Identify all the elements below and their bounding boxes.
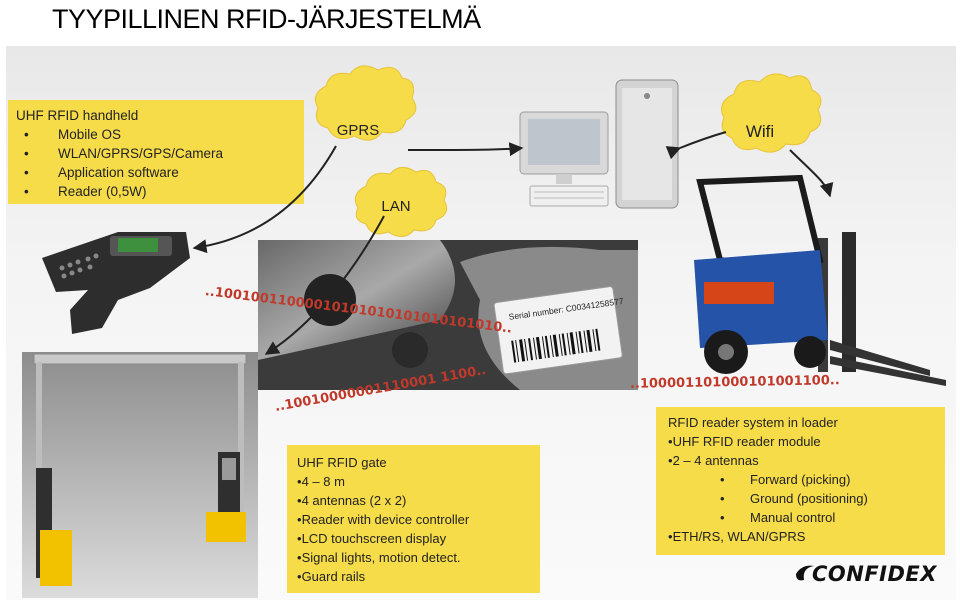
confidex-logo-swoosh: [796, 565, 814, 581]
gate-info-box: UHF RFID gate 4 – 8 m 4 antennas (2 x 2)…: [287, 445, 540, 593]
gate-heading: UHF RFID gate: [297, 455, 387, 470]
list-item: WLAN/GPRS/GPS/Camera: [16, 144, 296, 163]
loader-info-box: RFID reader system in loader UHF RFID re…: [656, 407, 945, 555]
loader-heading: RFID reader system in loader: [668, 415, 838, 430]
tagged-metal-part-photo: [258, 240, 638, 390]
confidex-logo: CONFIDEX: [812, 562, 937, 586]
list-item: Application software: [16, 163, 296, 182]
list-item: Mobile OS: [16, 125, 296, 144]
wifi-cloud: [721, 73, 822, 153]
list-item: 2 – 4 antennas: [668, 451, 933, 470]
list-item: LCD touchscreen display: [297, 529, 530, 548]
handheld-info-box: UHF RFID handheld Mobile OS WLAN/GPRS/GP…: [8, 100, 304, 204]
list-item: 4 antennas (2 x 2): [297, 491, 530, 510]
wifi-label: Wifi: [745, 122, 775, 141]
list-item: UHF RFID reader module: [668, 432, 933, 451]
list-item: Reader with device controller: [297, 510, 530, 529]
gprs-cloud: [314, 65, 417, 141]
computer-tower: [615, 79, 679, 209]
list-item: Signal lights, motion detect.: [297, 548, 530, 567]
forklift-photo: [694, 174, 946, 386]
gate-list: 4 – 8 m 4 antennas (2 x 2) Reader with d…: [297, 472, 530, 586]
arrow-gprs-to-handheld: [192, 145, 337, 254]
arrow-lan-to-gate: [264, 215, 385, 355]
list-item: Forward (picking): [668, 470, 933, 489]
list-item: 4 – 8 m: [297, 472, 530, 491]
list-item: Manual control: [668, 508, 933, 527]
arrow-computer-wifi: [665, 131, 727, 160]
handheld-heading: UHF RFID handheld: [16, 108, 139, 123]
list-item: Ground (positioning): [668, 489, 933, 508]
handheld-list: Mobile OS WLAN/GPRS/GPS/Camera Applicati…: [16, 125, 296, 201]
rfid-tag-label: [493, 286, 623, 375]
arrow-gprs-to-computer: [407, 142, 524, 157]
list-item: Reader (0,5W): [16, 182, 296, 201]
list-item: Guard rails: [297, 567, 530, 586]
handheld-reader-device: [42, 232, 190, 334]
arrow-wifi-to-forklift: [789, 149, 834, 198]
loader-list: UHF RFID reader module 2 – 4 antennas Fo…: [668, 432, 933, 546]
lan-label: LAN: [381, 198, 411, 215]
rfid-gate-photo: [22, 352, 258, 598]
page-title: TYYPILLINEN RFID-JÄRJESTELMÄ: [52, 4, 481, 34]
gprs-label: GPRS: [336, 122, 380, 139]
lan-cloud: [354, 167, 448, 237]
computer-monitor: [519, 111, 609, 207]
list-item: ETH/RS, WLAN/GPRS: [668, 527, 933, 546]
